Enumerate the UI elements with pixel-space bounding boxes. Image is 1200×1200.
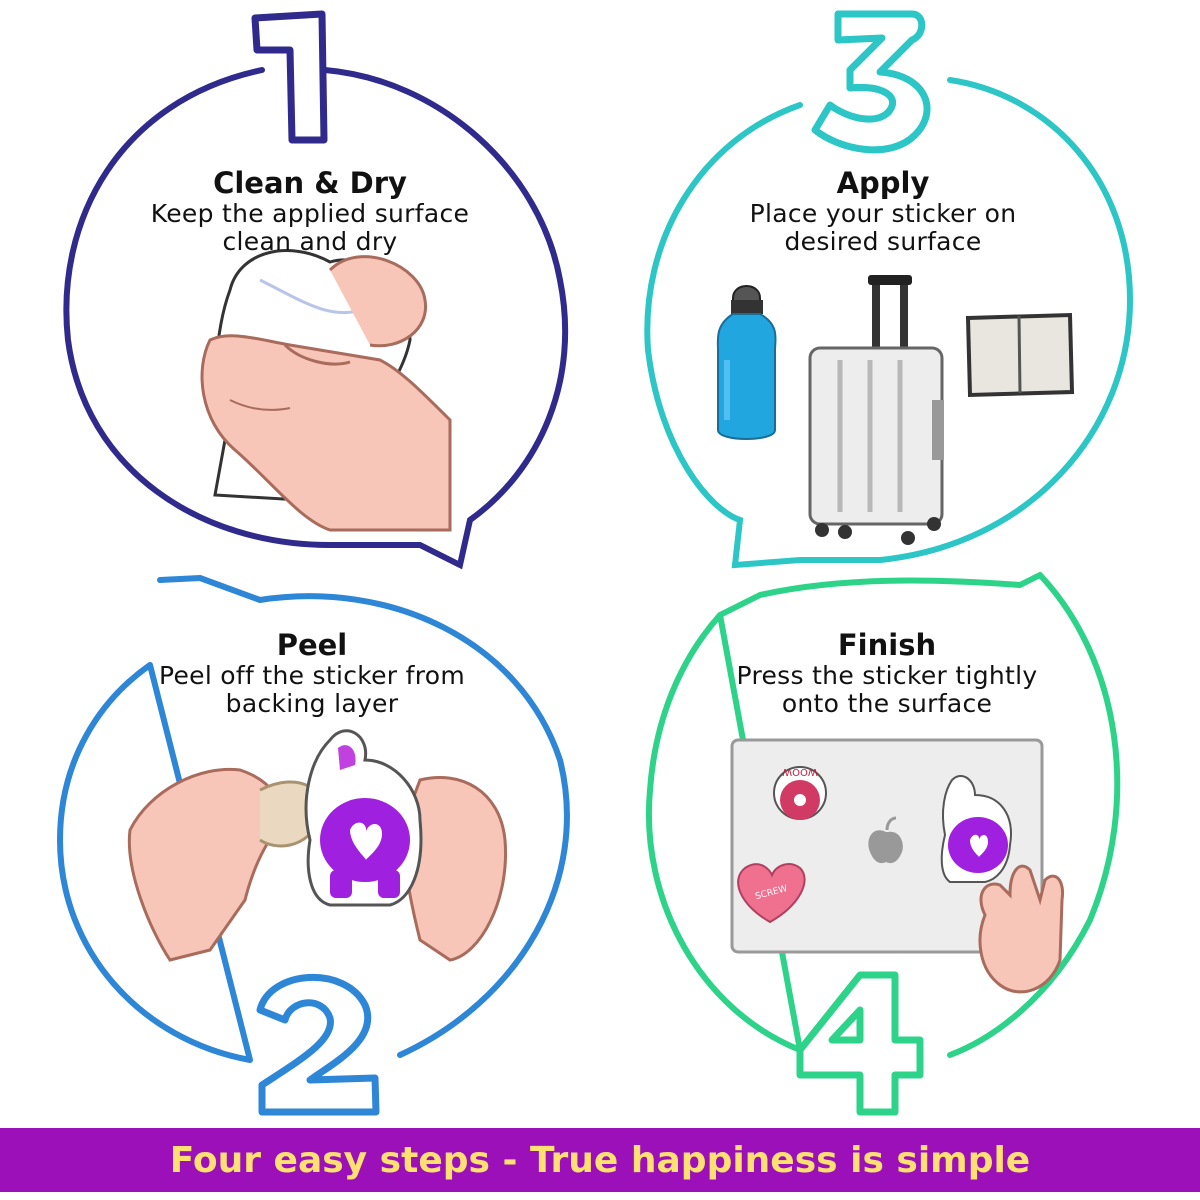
step-3-text: Apply Place your sticker on desired surf… — [703, 166, 1063, 256]
tissue-hand-illustration — [200, 249, 452, 532]
corgi-sticker-icon — [304, 729, 423, 907]
step-1-desc-line-2: clean and dry — [222, 227, 398, 256]
donut-sticker-icon: WOOW — [773, 766, 827, 820]
pressing-hand-illustration — [978, 864, 1065, 994]
step-3-title: Apply — [836, 166, 930, 200]
step-4-number-outline — [796, 971, 924, 1116]
step-2-title: Peel — [276, 628, 348, 662]
step-4-text: Finish Press the sticker tightly onto th… — [707, 628, 1067, 718]
step-4-desc-line-1: Press the sticker tightly — [736, 661, 1038, 690]
banner: Four easy steps - True happiness is simp… — [0, 1128, 1200, 1192]
step-4-ring — [645, 572, 1121, 1058]
suitcase-icon — [808, 275, 944, 545]
step-1-text: Clean & Dry Keep the applied surface cle… — [130, 166, 490, 256]
donut-sticker-label: WOOW — [782, 766, 818, 777]
step-3-desc-line-1: Place your sticker on — [749, 199, 1017, 228]
apple-logo-icon — [868, 816, 903, 864]
step-1-ring — [63, 67, 569, 570]
hands-peeling-illustration — [127, 767, 508, 962]
water-bottle-icon — [716, 285, 777, 440]
step-1-title: Clean & Dry — [213, 166, 407, 200]
step-2-number-outline — [256, 973, 380, 1116]
step-2-desc-line-2: backing layer — [225, 689, 399, 718]
step-3-ring — [644, 77, 1134, 569]
step-2-desc-line-1: Peel off the sticker from — [158, 661, 466, 690]
step-3-number-outline — [811, 10, 931, 154]
heart-sticker-icon: SCREW — [737, 863, 806, 924]
step-2-panel: 2 — [57, 575, 570, 1116]
step-3-panel: 3 — [644, 10, 1134, 569]
step-1-number-outline — [251, 10, 328, 144]
step-3-desc-line-2: desired surface — [784, 227, 982, 256]
banner-text: Four easy steps - True happiness is simp… — [169, 1139, 1031, 1181]
step-4-panel: 4 WOOW SCREW — [645, 572, 1121, 1116]
step-1-desc-line-1: Keep the applied surface — [150, 199, 470, 228]
step-2-ring — [57, 575, 570, 1063]
step-1-panel: 1 — [63, 10, 569, 570]
step-4-desc-line-2: onto the surface — [781, 689, 993, 718]
step-2-text: Peel Peel off the sticker from backing l… — [132, 628, 492, 718]
notebook-icon — [965, 312, 1075, 398]
corgi-sticker-on-laptop-icon — [940, 775, 1012, 883]
step-4-title: Finish — [837, 628, 937, 662]
